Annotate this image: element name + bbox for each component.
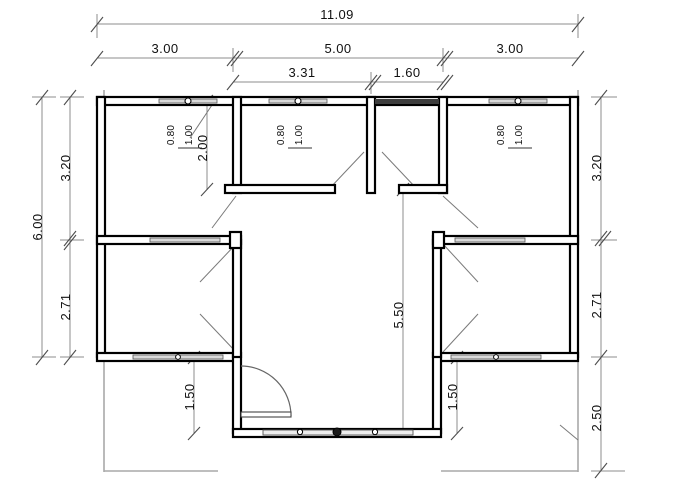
window-mullion-front-1: [296, 428, 304, 436]
label-window-head-3: 1.00: [514, 125, 525, 146]
tick-overall-right: [571, 16, 585, 33]
label-bay-right: 3.00: [497, 41, 524, 56]
tick-height-bottom: [35, 349, 49, 366]
tick-bays-2b: [440, 50, 454, 67]
window-symbols: [132, 97, 548, 437]
tick-detail-mid-b: [368, 74, 382, 91]
label-bay-left: 3.00: [152, 41, 179, 56]
tick-height-top: [35, 89, 49, 106]
door-leaf: [240, 411, 292, 418]
wall-stub-mid-left: [228, 230, 243, 250]
leader-door-left-mid: [199, 243, 237, 283]
tick-right-mid-a: [594, 230, 608, 247]
tick-partition-bottom: [200, 182, 214, 197]
leader-door-top-left: [211, 195, 237, 229]
tick-left-top: [63, 89, 77, 106]
wall-interior-upper-left-room: [223, 183, 337, 195]
window-glazing-mid-left: [149, 237, 221, 243]
tick-bays-left: [90, 50, 104, 67]
tick-leftbay-bottom: [187, 426, 201, 441]
tick-bays-1a: [226, 50, 240, 67]
label-window-head-2: 1.00: [294, 125, 305, 146]
label-detail-b: 1.60: [394, 65, 421, 80]
label-bay-centre: 5.00: [325, 41, 352, 56]
leader-window-1: [189, 104, 213, 139]
wall-interior-centre-right: [437, 95, 449, 195]
leader-door-right-lower: [442, 313, 479, 353]
tick-left-bottom: [63, 349, 77, 366]
dimension-ticks: [35, 16, 612, 479]
label-window-sill-3: 0.80: [496, 125, 507, 146]
label-left-bay: 1.50: [182, 384, 197, 411]
wall-interior-centre-left: [365, 95, 377, 195]
dimension-labels: 11.09 3.00 5.00 3.00 3.31 1.60 6.00 3.20…: [30, 7, 604, 431]
tick-left-mid-b: [63, 234, 77, 251]
wall-exterior-left: [95, 95, 107, 359]
label-partition-depth: 2.00: [195, 135, 210, 162]
label-detail-a: 3.31: [289, 65, 316, 80]
window-mullion-top-centre: [294, 97, 302, 105]
label-left-upper: 3.20: [58, 155, 73, 182]
tick-right-bottom: [594, 462, 608, 479]
window-mullion-right-wing: [493, 354, 499, 360]
window-mullion-front-centre: [332, 427, 342, 437]
label-right-upper: 3.20: [589, 155, 604, 182]
leader-door-centre-left: [329, 151, 365, 189]
wall-left-return: [231, 351, 243, 435]
tick-right-split: [594, 349, 608, 366]
window-mullion-top-right: [514, 97, 522, 105]
wall-right-return: [431, 351, 443, 435]
door-swing-group: [240, 365, 292, 418]
label-right-bay: 1.50: [445, 384, 460, 411]
window-tags: 0.80 1.00 0.80 1.00 0.80 1.00: [166, 125, 532, 149]
tick-rightbay-bottom: [450, 426, 464, 441]
leader-door-top-right: [442, 195, 479, 229]
walls: [95, 95, 580, 439]
leader-door-left-lower: [199, 313, 237, 353]
wall-interior-upper-right-room: [397, 183, 449, 195]
label-right-lower: 2.50: [589, 405, 604, 432]
leader-lines: [189, 104, 579, 441]
label-centre-depth: 5.50: [391, 302, 406, 329]
leader-door-centre-right: [381, 151, 417, 189]
label-window-sill-2: 0.80: [276, 125, 287, 146]
wall-interior-right-lower: [431, 238, 443, 359]
tick-right-mid-b: [598, 230, 612, 247]
tick-bays-right: [571, 50, 585, 67]
tick-detail-right-b: [440, 74, 454, 91]
window-mullion-left-wing: [175, 354, 181, 360]
window-panel-top-centre-right: [375, 99, 439, 104]
tick-detail-mid-a: [364, 74, 378, 91]
window-glazing-mid-right: [454, 237, 526, 243]
construction-lines: [103, 90, 579, 472]
leader-door-right-mid: [442, 243, 479, 283]
tick-left-mid-a: [63, 230, 77, 247]
wall-exterior-right: [568, 95, 580, 359]
label-window-head-1: 1.00: [184, 125, 195, 146]
wall-stub-mid-right: [431, 230, 446, 250]
tick-overall-left: [90, 16, 104, 33]
dimension-lines: [32, 14, 625, 472]
tick-bays-2a: [436, 50, 450, 67]
label-overall-height: 6.00: [30, 214, 45, 241]
label-window-sill-1: 0.80: [166, 125, 177, 146]
wall-interior-left-lower: [231, 238, 243, 359]
wall-interior-left-upper: [231, 95, 243, 195]
tick-detail-right-a: [436, 74, 450, 91]
window-mullion-top-left: [184, 97, 192, 105]
label-left-lower: 2.71: [58, 294, 73, 321]
window-mullion-front-2: [371, 428, 379, 436]
label-right-middle: 2.71: [589, 292, 604, 319]
label-overall-width: 11.09: [320, 7, 354, 22]
leader-bottom-right: [559, 424, 579, 441]
tick-detail-left: [226, 74, 240, 91]
tick-right-top: [594, 89, 608, 106]
tick-bays-1b: [230, 50, 244, 67]
door-swing-arc: [240, 365, 292, 417]
